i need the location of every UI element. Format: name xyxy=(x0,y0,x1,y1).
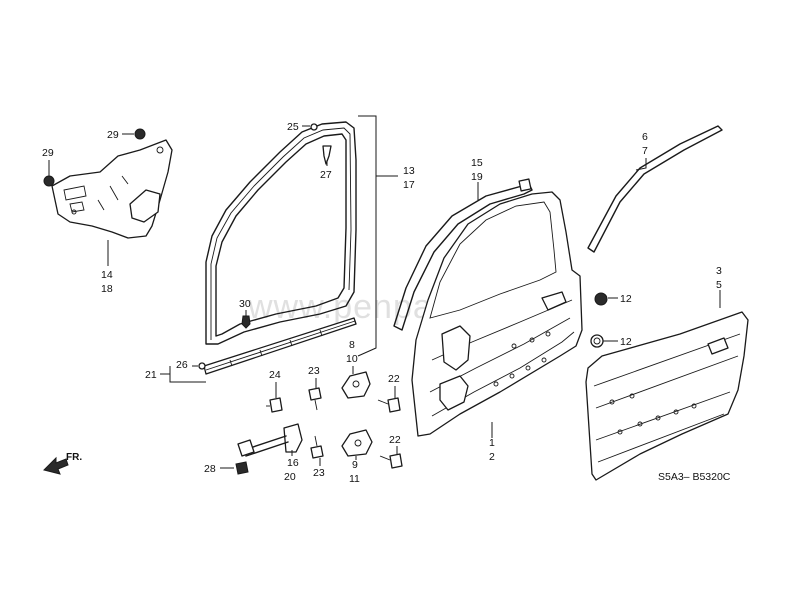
callout-10: 10 xyxy=(346,353,358,365)
callout-28: 28 xyxy=(204,463,216,475)
callout-29-left: 29 xyxy=(42,147,54,159)
nut-12-upper xyxy=(594,292,608,306)
bolt-28 xyxy=(235,461,249,475)
callout-25: 25 xyxy=(287,121,299,133)
callout-5: 5 xyxy=(716,279,722,291)
clip-29-left xyxy=(43,175,55,187)
callout-numbers: 29 29 14 18 25 27 13 17 30 26 21 15 19 6… xyxy=(42,121,722,485)
sill-molding-part xyxy=(203,317,357,375)
bolt-22-lower xyxy=(379,453,403,469)
callout-3: 3 xyxy=(716,265,722,277)
clip-29-upper xyxy=(134,128,146,140)
door-inner-panel-part xyxy=(411,191,583,437)
bolt-23-lower xyxy=(310,435,324,459)
bolt-24 xyxy=(266,397,283,413)
callout-24: 24 xyxy=(269,369,281,381)
diagram-code: S5A3– B5320C xyxy=(658,471,731,483)
callout-12-upper: 12 xyxy=(620,293,632,305)
fastener-30 xyxy=(241,315,251,329)
clip-26 xyxy=(198,362,206,370)
nut-12-lower xyxy=(590,334,604,348)
lower-hinge-part xyxy=(341,429,373,457)
callout-19: 19 xyxy=(471,171,483,183)
callout-7: 7 xyxy=(642,145,648,157)
callout-16: 16 xyxy=(287,457,299,469)
callout-13: 13 xyxy=(403,165,415,177)
leader-lines xyxy=(48,115,721,469)
callout-15: 15 xyxy=(471,157,483,169)
upper-hinge-part xyxy=(341,371,371,399)
callout-30: 30 xyxy=(239,298,251,310)
direction-label: FR. xyxy=(66,452,82,463)
callout-23-lower: 23 xyxy=(313,467,325,479)
callout-22-lower: 22 xyxy=(389,434,401,446)
clip-25 xyxy=(310,123,318,131)
door-weatherstrip-part xyxy=(393,178,533,331)
front-direction-arrow: FR. xyxy=(43,452,82,475)
callout-11: 11 xyxy=(349,473,360,485)
callout-21: 21 xyxy=(145,369,157,381)
callout-17: 17 xyxy=(403,179,415,191)
callout-6: 6 xyxy=(642,131,648,143)
callout-26: 26 xyxy=(176,359,188,371)
bolt-23-upper xyxy=(308,387,322,411)
callout-27: 27 xyxy=(320,169,332,181)
callout-22-upper: 22 xyxy=(388,373,400,385)
callout-1: 1 xyxy=(489,437,495,449)
door-checker-part xyxy=(237,423,303,457)
splash-shield-part xyxy=(51,139,173,239)
callout-18: 18 xyxy=(101,283,113,295)
callout-2: 2 xyxy=(489,451,495,463)
bolt-22-upper xyxy=(377,397,401,413)
callout-29-upper: 29 xyxy=(107,129,119,141)
callout-14: 14 xyxy=(101,269,113,281)
door-outer-skin-part xyxy=(585,311,749,481)
callout-23-upper: 23 xyxy=(308,365,320,377)
callout-9: 9 xyxy=(352,459,358,471)
callout-8: 8 xyxy=(349,339,355,351)
callout-12-lower: 12 xyxy=(620,336,632,348)
callout-20: 20 xyxy=(284,471,296,483)
door-molding-strip-part xyxy=(587,125,723,253)
opening-weatherstrip-part xyxy=(205,121,357,345)
